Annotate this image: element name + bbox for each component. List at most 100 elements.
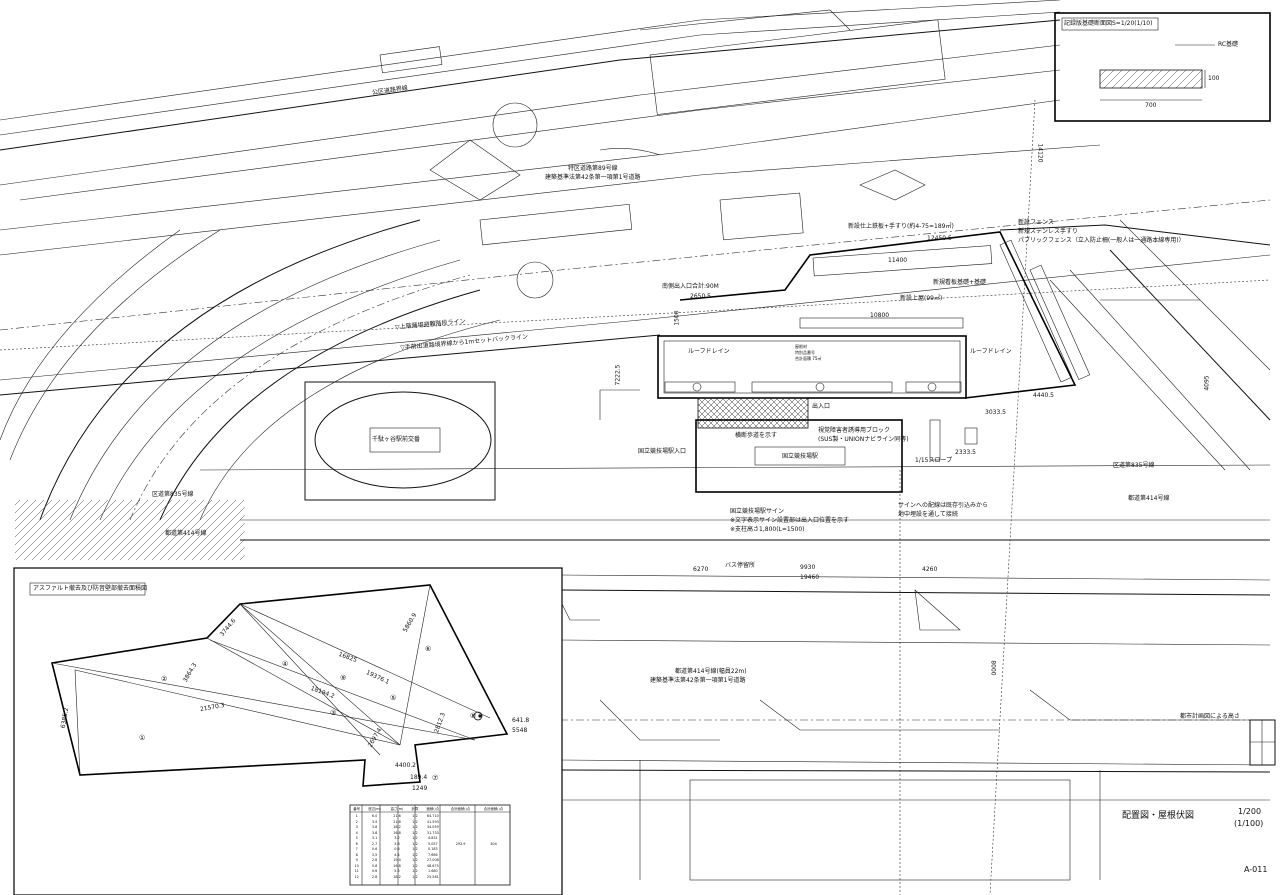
exit-note2-label: (SUS製・UNIONナビライン同等) [818,436,909,443]
table-cell: 27.008 [426,858,439,863]
region-1: ① [139,734,146,742]
table-cell: 64.710 [426,814,439,819]
area-dim-12: 5548 [512,727,528,734]
area-dim-13: 189.4 [410,774,428,781]
table-cell: 2.7 [371,841,378,846]
dim-12450: 12450.5 [927,235,952,242]
table-cell: 4.831 [427,836,438,841]
table-cell [477,875,510,881]
table-cell: 6 [355,841,358,846]
table-cell: 18.2 [393,825,401,830]
sign-right2-label: 地中埋設を通して接続 [898,511,958,518]
roof-block-note2: 特別品番号 [795,350,815,355]
area-dim-2: 3864.3 [181,661,199,684]
table-cell: 3.5 [371,852,378,857]
center-line-v [989,99,1036,895]
detail-width-dim: 700 [1145,102,1157,109]
bus-stop-label: バス停留所 [725,562,756,569]
area-table [349,804,511,886]
table-cell: 0.6 [371,869,378,874]
table-cell: 31.733 [426,830,439,835]
curved-roadway [0,219,501,521]
area-dim-9: 2812.3 [433,711,447,734]
roof-block-note: 屋根材 [795,344,807,349]
region-9: ⑨ [340,674,347,682]
table-cell: 1 [355,814,358,819]
road-main-sub-label: 建築基準法第42条第一項第1号道路 [650,677,746,684]
entrance-label: 出入口 [812,403,831,410]
table-cell: 0.183 [427,847,438,852]
table-cell: 10 [354,863,359,868]
area-dim-3: 3744.6 [218,617,238,638]
region-7: ⑦ [432,774,439,782]
table-cell: 2.8 [371,858,378,863]
table-cell: 16.8 [393,830,401,835]
sign-note3-label: ※支柱高さ1,800(L=1500) [730,526,805,533]
table-cell: 1/2 [412,819,418,824]
area-dim-14: 1249 [412,785,428,792]
sheet-title: 配置図・屋根伏図 [1122,811,1195,821]
table-row: 12 2.8 18.2 1/2 25.581 [350,875,510,881]
table-cell: 12 [354,874,359,879]
lower-road [559,589,1276,881]
table-cell [444,875,477,881]
table-cell: 1/2 [412,836,418,841]
table-cell: 8 [355,852,358,857]
slope-label: 1/15スロープ [915,457,953,464]
table-cell: 7.666 [427,852,438,857]
region-8: ⑧ [470,712,477,720]
sheet-scale-sub: (1/100) [1234,819,1264,828]
table-cell: 6.0 [371,814,378,819]
road-special-sub-label: 建築基準法第42条第一項第1号道路 [545,174,641,181]
area-dim-0: 6385.2 [59,706,71,729]
area-dim-7: 2697.4 [366,726,384,749]
table-cell: 1/2 [412,863,418,868]
dim-4260: 4260 [922,566,938,573]
road-right2-label: 都道第414号線 [1128,495,1170,502]
road-left2-label: 都道第414号線 [165,530,207,537]
detail-height-dim: 100 [1208,75,1220,82]
sheet-number: A-011 [1244,865,1268,874]
area-dim-5: 18194.2 [309,684,336,701]
sheet-scale-main: 1/200 [1238,807,1262,816]
detail-box-title: 記録版基礎断面図S=1/20(1/10) [1064,20,1153,27]
table-cell: 1/2 [412,841,418,846]
table-cell: 3.2 [394,836,400,841]
table-cell: 3 [355,825,358,830]
dim-19460: 19460 [800,574,820,581]
dim-2650: 2650.5 [690,293,711,300]
dim-3033: 3033.5 [985,409,1006,416]
table-cell: 9 [355,858,358,863]
area-dim-8: 5860.9 [401,611,419,634]
table-cell: 25.581 [426,874,439,879]
station-entrance-label: 国立競技場駅入口 [638,448,687,455]
road-right-label: 区道第835号線 [1113,462,1155,469]
table-cell: 11 [354,869,359,874]
foundation-detail-box [1054,12,1271,122]
upper-structures [379,9,946,299]
table-cell: 5.057 [427,841,438,846]
table-cell: 1/2 [412,830,418,835]
area-dim-11: 641.8 [512,717,530,724]
table-cell: 0.6 [371,847,378,852]
station-label: 国立競技場駅 [782,453,819,460]
region-5: ⑤ [390,694,397,702]
table-cell: 1/2 [412,874,418,879]
road-top-label: 公区道路界線 [371,84,409,97]
dim-7222: 7222.5 [614,364,622,386]
table-cell: 4 [355,830,358,835]
area-dim-4: 16825 [337,650,358,665]
table-cell: 2.8 [371,874,378,879]
sign-note-label: 国立競技場駅サイン [730,508,785,515]
table-cell: 18.2 [393,874,401,879]
table-cell: 3.8 [371,825,378,830]
fence-note-label: 新規ステンレス手すり [1018,228,1079,235]
koban-rotary [304,381,496,501]
aux-note-label: 南側出入口合計:90M [662,283,719,290]
station-roof-plan [599,231,1091,493]
